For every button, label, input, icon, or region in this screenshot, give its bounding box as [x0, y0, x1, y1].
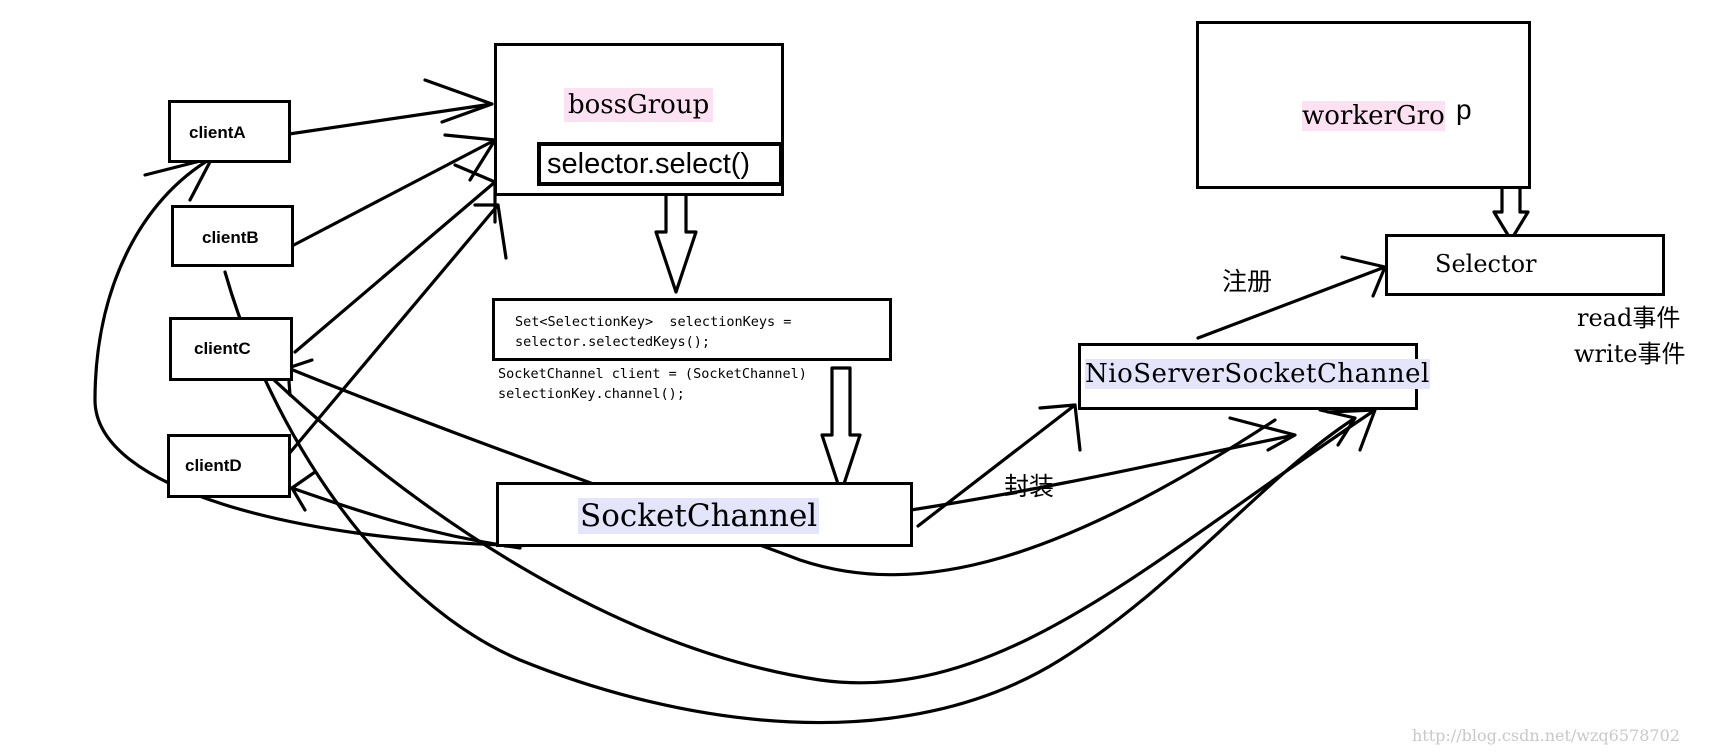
- socket-channel-label: SocketChannel: [578, 498, 820, 534]
- clientD-box[interactable]: clientD: [167, 434, 291, 498]
- clientA-label: clientA: [189, 123, 246, 142]
- read-event-label: read事件: [1577, 304, 1681, 332]
- clientC-box[interactable]: clientC: [169, 317, 293, 381]
- register-label: 注册: [1222, 267, 1273, 296]
- wrap-label: 封装: [1004, 472, 1055, 501]
- write-event-label: write事件: [1574, 340, 1686, 368]
- curve-clientC-nio: [253, 360, 1377, 685]
- boss-group-title: bossGroup: [564, 88, 714, 122]
- selection-keys-line1: Set<SelectionKey> selectionKeys =: [515, 314, 792, 330]
- watermark: http://blog.csdn.net/wzq6578702: [1412, 726, 1680, 745]
- clientD-label: clientD: [185, 456, 242, 475]
- arrow-clientB-to-boss: [288, 133, 497, 249]
- selector-select-label: selector.select(): [547, 148, 751, 180]
- selector-box[interactable]: Selector: [1385, 234, 1665, 296]
- clientA-box[interactable]: clientA: [168, 100, 291, 163]
- socket-channel-box[interactable]: SocketChannel: [496, 482, 913, 547]
- arrow-clientD-to-boss: [286, 203, 508, 457]
- selector-label: Selector: [1435, 250, 1537, 278]
- worker-group-title: workerGro: [1302, 101, 1445, 131]
- clientC-label: clientC: [194, 339, 251, 358]
- curve-socketchannel-to-clientA: [93, 156, 510, 547]
- arrow-clientA-to-boss: [260, 78, 494, 140]
- selection-keys-box[interactable]: Set<SelectionKey> selectionKeys = select…: [492, 298, 892, 361]
- selector-select-box[interactable]: selector.select(): [537, 142, 783, 186]
- nio-server-socket-channel-box[interactable]: NioServerSocketChannel: [1078, 343, 1430, 410]
- client-cast-line1: SocketChannel client = (SocketChannel): [498, 366, 807, 382]
- worker-group-title-tail: p: [1456, 94, 1472, 125]
- worker-group-box[interactable]: workerGro p: [1196, 21, 1531, 189]
- hollow-arrow-selectionkeys-to-socketchannel: [820, 366, 862, 495]
- selection-keys-line2: selector.selectedKeys();: [515, 334, 711, 350]
- boss-group-box[interactable]: bossGroup selector.select(): [494, 43, 784, 196]
- arrow-socketchannel-to-nio: [916, 403, 1082, 528]
- nio-server-socket-channel-label: NioServerSocketChannel: [1085, 359, 1430, 389]
- curve-socketchannel-to-clientD: [290, 470, 522, 550]
- client-cast-line2: selectionKey.channel();: [498, 386, 685, 402]
- clientB-box[interactable]: clientB: [171, 205, 294, 267]
- clientB-label: clientB: [202, 228, 259, 247]
